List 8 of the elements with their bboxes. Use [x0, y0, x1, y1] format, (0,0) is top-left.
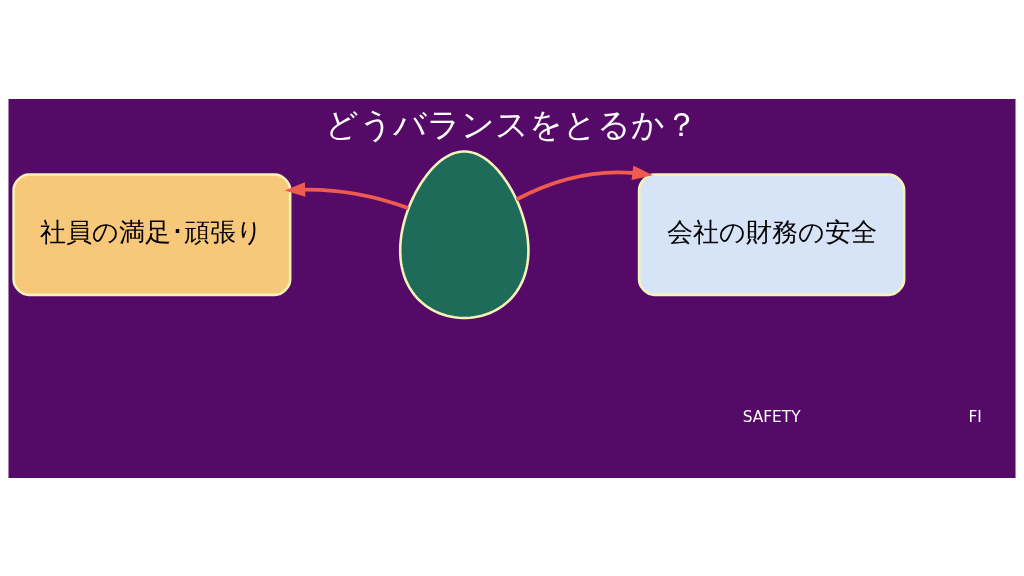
node-box: 社員の満足･頑張り — [12, 172, 292, 296]
diagram-title: どうバランスをとるか？ — [325, 104, 699, 144]
arrow — [515, 165, 653, 201]
node-person — [398, 149, 530, 319]
label: SAFETY — [742, 407, 801, 426]
node-box: 会社の財務の安全 — [637, 172, 906, 296]
label: FI — [968, 407, 982, 426]
arrow — [284, 181, 409, 210]
